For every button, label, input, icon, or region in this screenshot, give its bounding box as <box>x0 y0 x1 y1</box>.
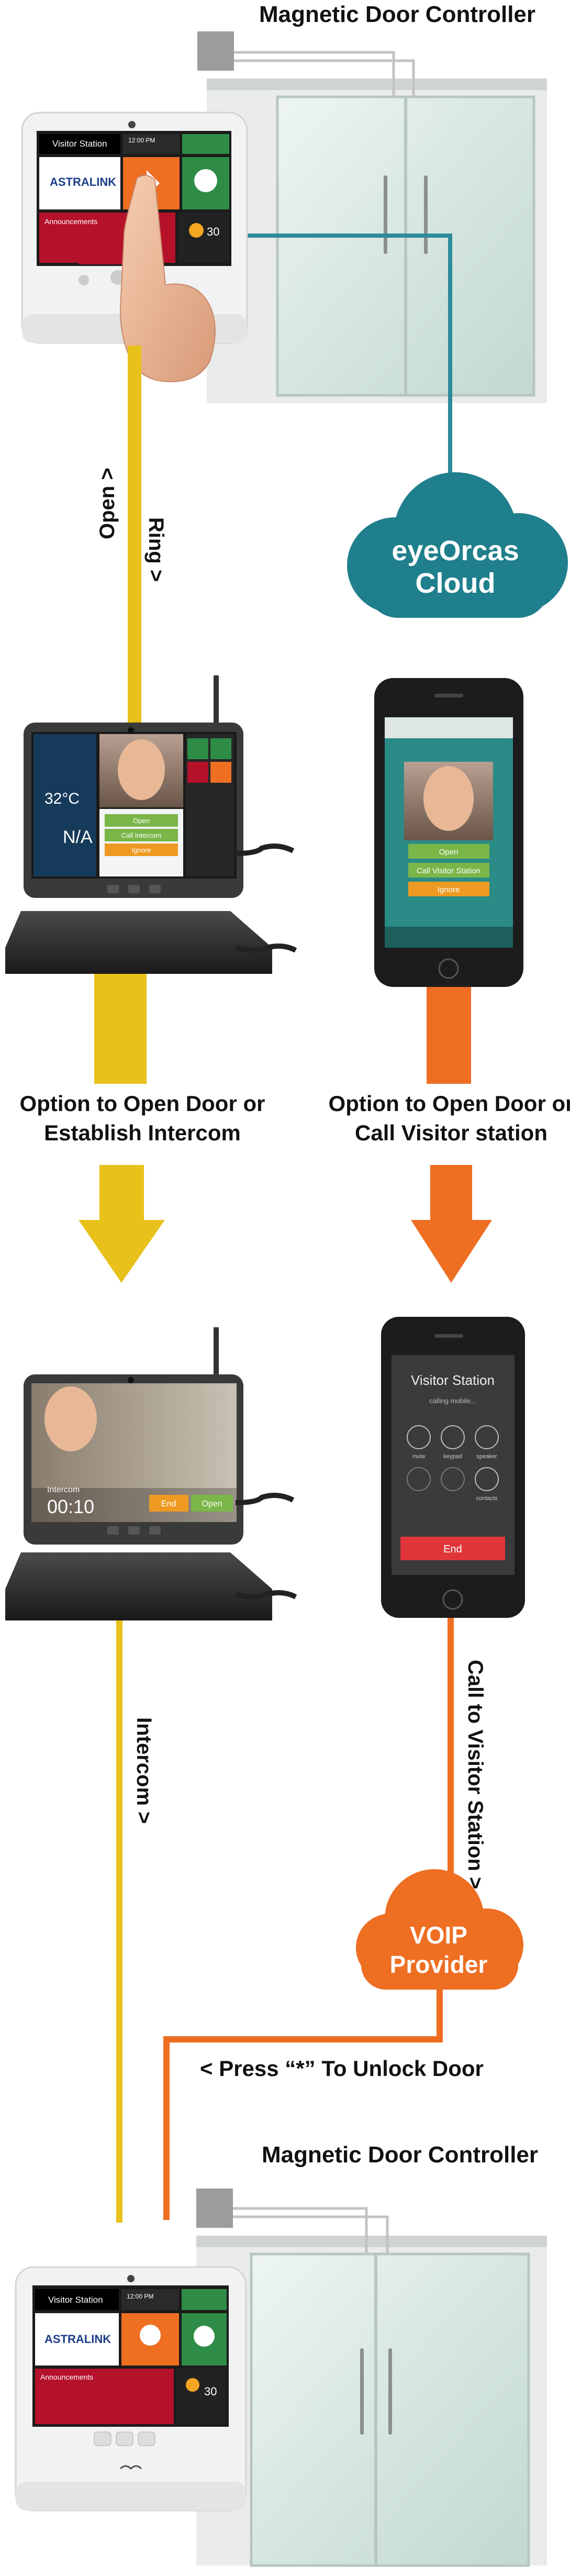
top-station-brand: ASTRALINK <box>50 175 116 188</box>
orange-connector-bottom <box>163 1990 443 2220</box>
phone1-btn-open-label: Open <box>439 848 459 857</box>
phone1-btn-open[interactable] <box>408 844 489 859</box>
bottom-station-title: Visitor Station <box>48 2295 103 2305</box>
bottom-magnetic-controller-box <box>196 2189 233 2228</box>
bottom-door <box>196 2236 547 2567</box>
yellow-down-arrow <box>79 1165 165 1283</box>
orange-connector-mid <box>427 987 471 1084</box>
cloud2-line1: VOIP <box>410 1922 467 1949</box>
ring-label: Ring > <box>144 517 167 582</box>
call-visitor-label: Call to Visitor Station > <box>464 1660 487 1889</box>
tablet1-btn-open-label: Open <box>133 817 150 825</box>
phone2-key-mute: mute <box>412 1453 425 1460</box>
bottom-controller-wire <box>233 2207 368 2254</box>
cloud2-line2: Provider <box>390 1951 488 1978</box>
open-label: Open > <box>96 468 119 539</box>
phone2-end-label: End <box>443 1544 462 1555</box>
eyeorcas-cloud <box>347 472 568 618</box>
tablet1-btn-call[interactable] <box>105 829 178 841</box>
tablet-2 <box>5 1327 297 1620</box>
tablet2-btn-open[interactable] <box>191 1495 233 1512</box>
tablet1-btn-open[interactable] <box>105 814 178 827</box>
caption-left-line1: Option to Open Door or <box>20 1091 265 1116</box>
top-station-announcements: Announcements <box>44 217 97 226</box>
top-controller-wire-2 <box>234 59 415 97</box>
caption-left-line2: Establish Intercom <box>44 1120 241 1145</box>
phone-2 <box>381 1317 525 1618</box>
voip-cloud <box>356 1869 523 1990</box>
top-station-title: Visitor Station <box>52 139 107 149</box>
bottom-station-announcements: Announcements <box>40 2373 93 2381</box>
orange-connector-voip <box>448 1618 454 1901</box>
bottom-station-time: 12:00 PM <box>127 2293 153 2300</box>
phone1-btn-ignore[interactable] <box>408 882 489 896</box>
top-station-temp: 30 <box>207 225 219 238</box>
intercom-label: Intercom > <box>132 1717 155 1824</box>
pressing-hand <box>120 174 216 383</box>
phone2-key-contacts: contacts <box>476 1495 498 1502</box>
bottom-controller-wire-2 <box>233 2215 389 2254</box>
phone2-key-keypad: keypad <box>443 1453 462 1460</box>
bottom-visitor-station <box>15 2266 247 2512</box>
top-station-time: 12:00 PM <box>128 137 155 144</box>
tablet1-btn-call-label: Call Intercom <box>121 831 162 839</box>
tablet1-na: N/A <box>63 827 93 847</box>
top-visitor-station <box>21 112 248 344</box>
tablet2-timer: 00:10 <box>47 1496 94 1517</box>
tablet1-btn-ignore-label: Ignore <box>132 846 151 854</box>
yellow-connector-bottom <box>116 1620 122 2223</box>
top-door-title: Magnetic Door Controller <box>259 2 535 27</box>
tablet2-btn-end-label: End <box>161 1500 176 1508</box>
caption-right-line2: Call Visitor station <box>355 1120 547 1145</box>
top-magnetic-controller-box <box>197 31 234 71</box>
bottom-station-brand: ASTRALINK <box>44 2333 111 2346</box>
top-door <box>207 79 547 403</box>
cloud1-line2: Cloud <box>416 568 496 599</box>
tablet2-btn-open-label: Open <box>202 1500 222 1508</box>
phone1-btn-call[interactable] <box>408 863 489 878</box>
cloud1-line1: eyeOrcas <box>392 535 519 567</box>
orange-down-arrow <box>411 1165 492 1283</box>
phone2-title: Visitor Station <box>411 1372 495 1388</box>
tablet1-temp: 32°C <box>44 790 80 807</box>
phone-1 <box>374 678 523 987</box>
yellow-connector-top <box>128 346 141 723</box>
tablet2-btn-end[interactable] <box>149 1495 188 1512</box>
yellow-connector-mid <box>94 974 147 1084</box>
bottom-station-temp: 30 <box>204 2385 217 2398</box>
tablet-1 <box>5 675 297 974</box>
press-star-label: < Press “*” To Unlock Door <box>200 2056 484 2081</box>
caption-right-line1: Option to Open Door or <box>329 1091 570 1116</box>
bottom-door-title: Magnetic Door Controller <box>262 2142 538 2168</box>
phone2-subtitle: calling mobile... <box>429 1397 476 1405</box>
phone2-end-button[interactable] <box>400 1537 505 1560</box>
phone1-btn-ignore-label: Ignore <box>438 885 460 894</box>
phone2-key-speaker: speaker <box>476 1453 497 1460</box>
phone1-btn-call-label: Call Visitor Station <box>417 867 480 875</box>
teal-connector <box>220 234 452 492</box>
tablet1-btn-ignore[interactable] <box>105 843 178 856</box>
tablet2-intercom-label: Intercom <box>47 1485 80 1494</box>
top-controller-wire <box>234 51 395 97</box>
